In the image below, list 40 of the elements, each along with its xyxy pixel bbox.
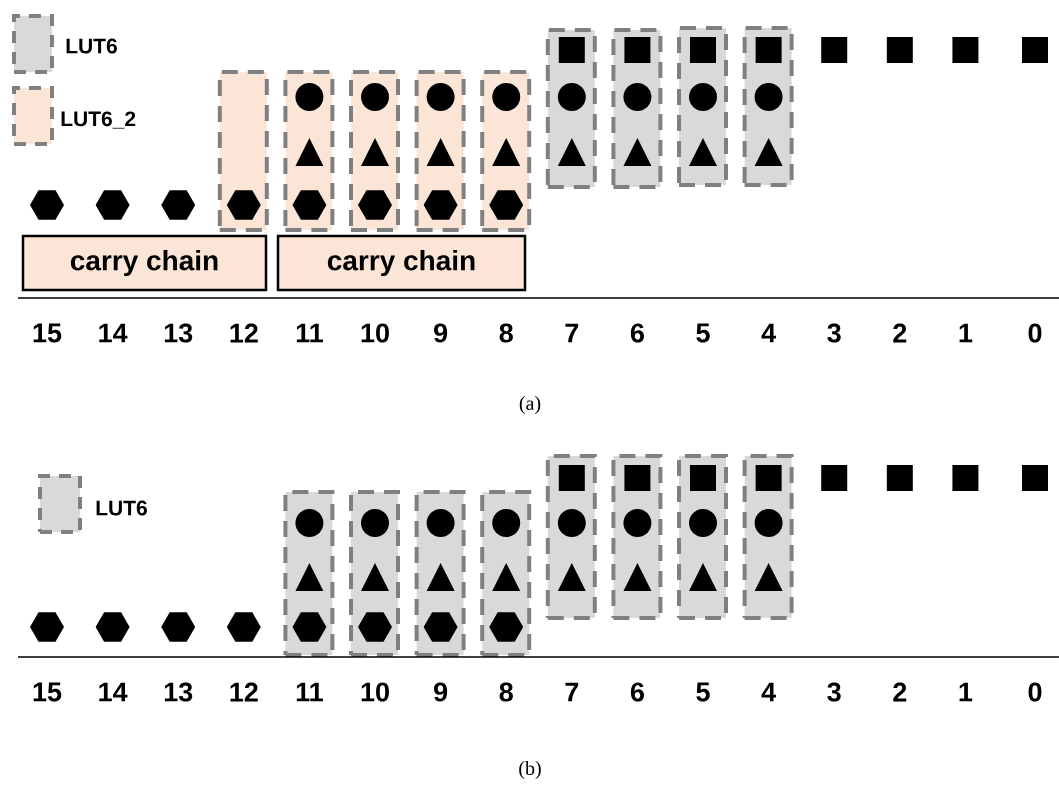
bit-number: 9 xyxy=(434,682,448,702)
bit-number: 2 xyxy=(893,323,907,343)
lut-box xyxy=(217,70,269,232)
panel-caption: (b) xyxy=(519,760,541,780)
bit-number: 8 xyxy=(499,682,513,702)
legend-label: LUT6 xyxy=(66,38,117,54)
bit-number: 0 xyxy=(1028,323,1042,343)
carry-chain-box: carry chain xyxy=(276,234,527,292)
bit-number: 14 xyxy=(99,682,128,702)
panel-caption: (a) xyxy=(519,395,541,415)
bit-number: 10 xyxy=(361,323,389,343)
bit-number: 13 xyxy=(164,323,193,343)
bit-number: 3 xyxy=(827,682,841,702)
bit-number: 5 xyxy=(696,323,710,343)
bit-number: 12 xyxy=(230,682,258,702)
bit-number: 11 xyxy=(296,323,323,343)
carry-chain-box: carry chain xyxy=(21,234,268,292)
bit-number: 12 xyxy=(230,323,258,343)
bit-number: 1 xyxy=(959,682,973,702)
bit-number: 8 xyxy=(499,323,513,343)
bit-number: 2 xyxy=(893,682,907,702)
bit-number: 1 xyxy=(959,323,973,343)
bit-number: 6 xyxy=(630,682,644,702)
bit-number: 13 xyxy=(164,682,193,702)
bit-number: 15 xyxy=(33,323,62,343)
bit-number: 7 xyxy=(565,682,579,702)
bit-number: 5 xyxy=(696,682,710,702)
bit-number: 0 xyxy=(1028,682,1042,702)
bit-number: 4 xyxy=(761,682,776,702)
bit-number: 11 xyxy=(296,682,323,702)
bit-number: 9 xyxy=(434,323,448,343)
bit-number: 14 xyxy=(99,323,128,343)
legend-label: LUT6 xyxy=(96,500,147,516)
bit-number: 7 xyxy=(565,323,579,343)
bit-number: 15 xyxy=(33,682,62,702)
bit-number: 3 xyxy=(827,323,841,343)
bit-number: 4 xyxy=(761,323,776,343)
legend-label: LUT6_2 xyxy=(61,111,136,129)
bit-number: 6 xyxy=(630,323,644,343)
bit-number: 10 xyxy=(361,682,389,702)
